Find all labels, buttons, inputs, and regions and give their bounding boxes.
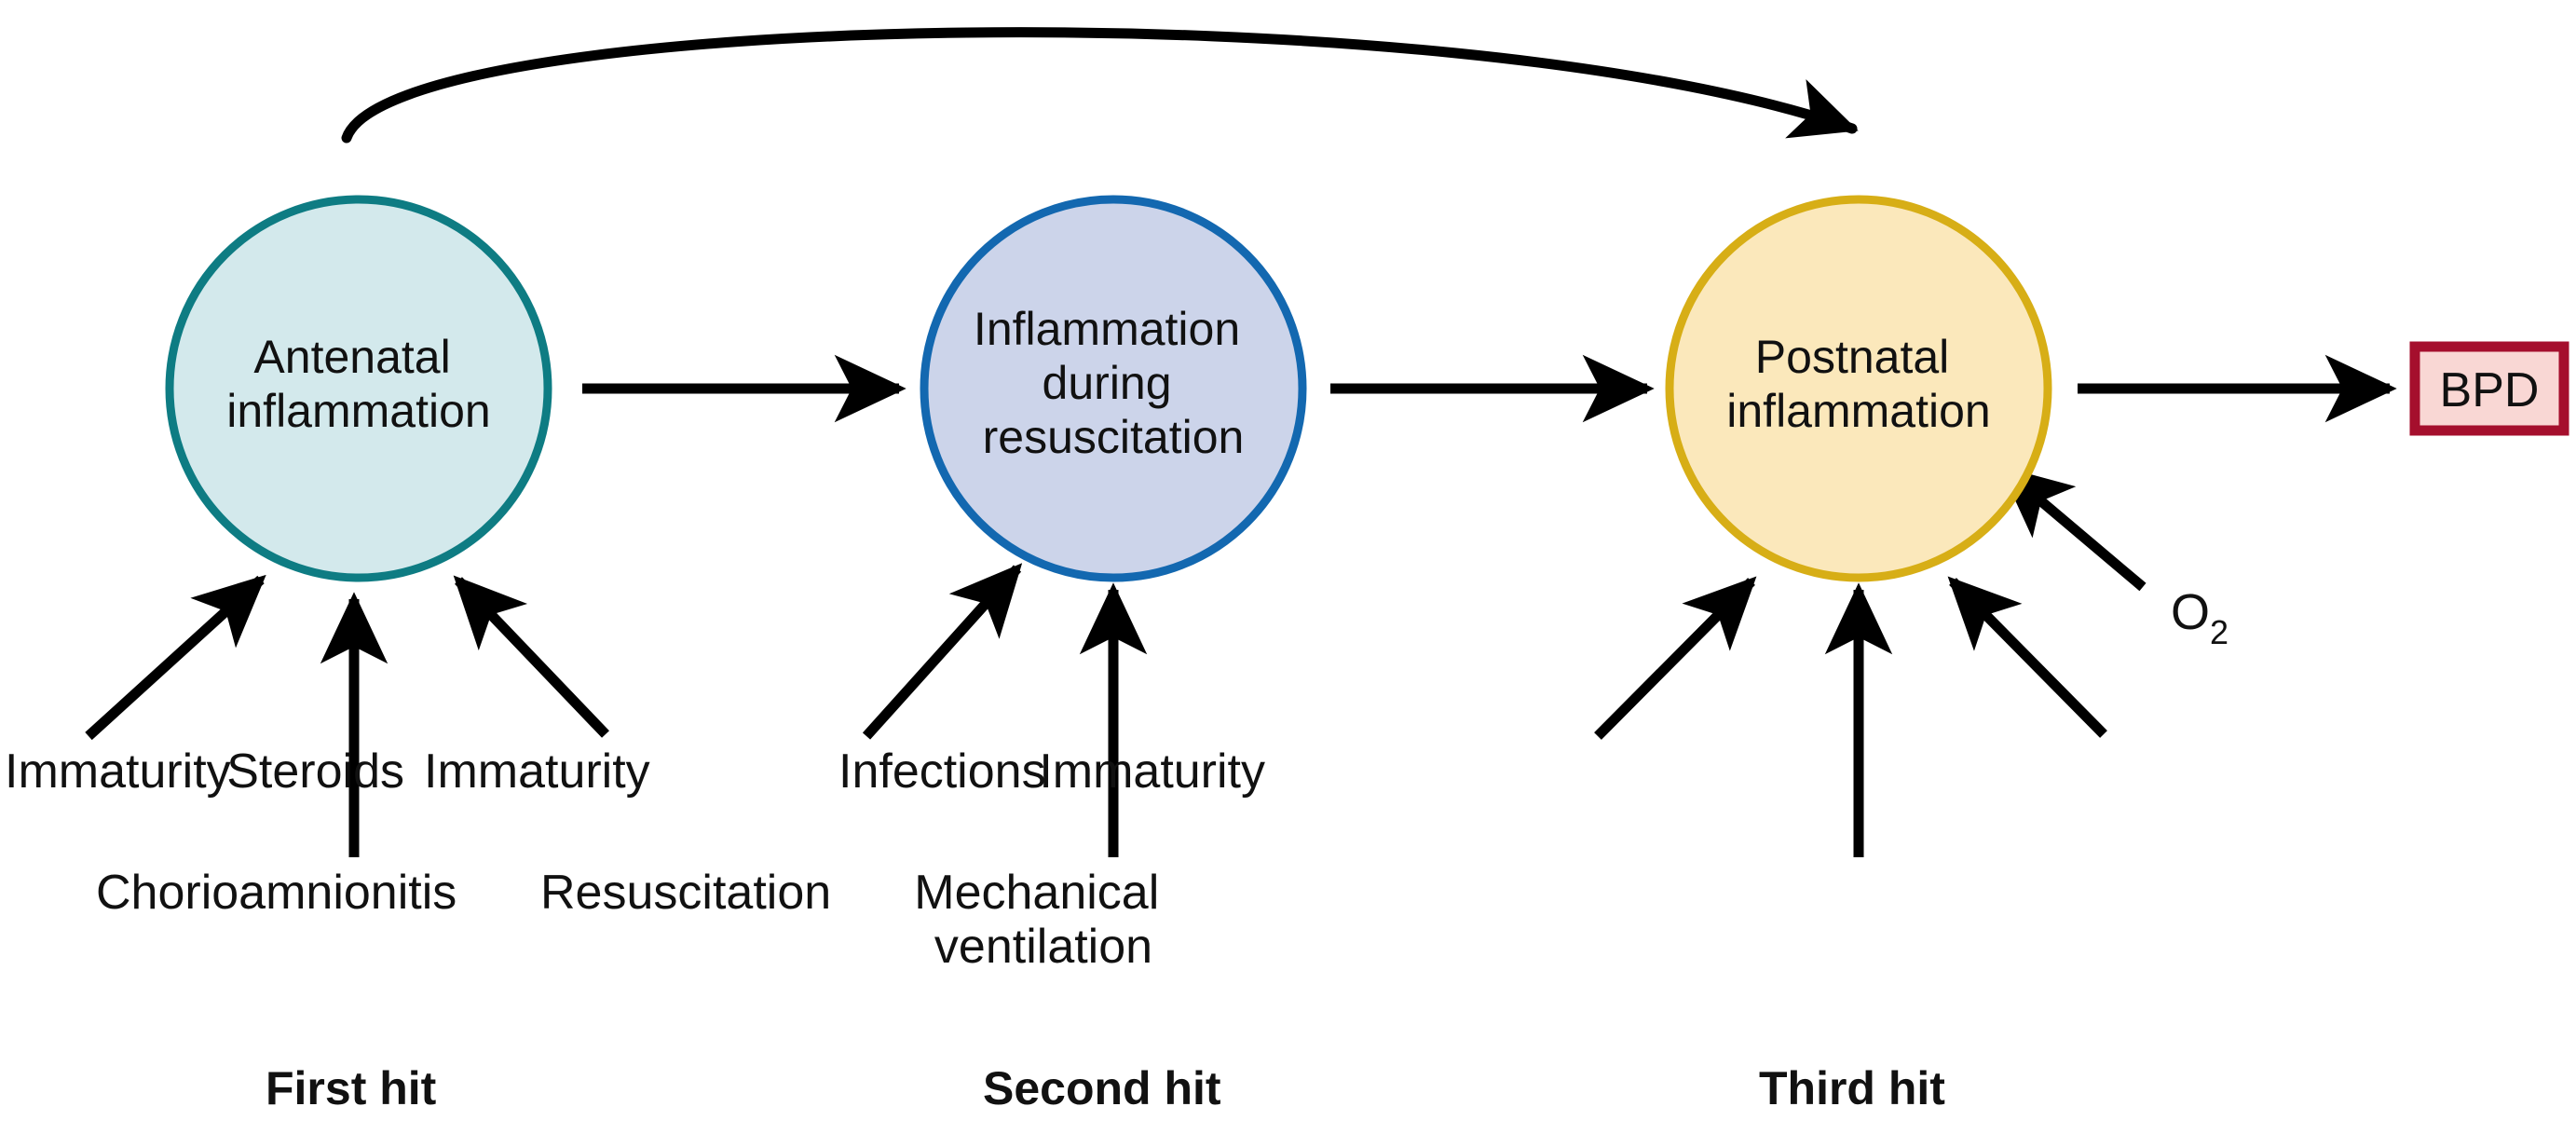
node-label-resuscitation: Inflammation during resuscitation [974,303,1253,463]
node-label-resuscitation-line-2: during [1043,357,1172,409]
stage-label-third-hit: Third hit [1759,1062,1945,1114]
arrow-steroids [453,575,609,738]
stage-label-first-hit: First hit [266,1062,437,1114]
factor-label-chorioamnionitis: Chorioamnionitis [96,866,457,920]
outcome-label-bpd: BPD [2440,363,2540,417]
node-label-antenatal-line-2: inflammation [226,385,490,437]
node-label-postnatal-line-2: inflammation [1726,385,1990,437]
factor-label-resuscitation: Resuscitation [540,866,831,920]
node-label-postnatal: Postnatal inflammation [1726,331,1990,437]
factor-label-immaturity-2: Immaturity [424,745,650,799]
stage-label-second-hit: Second hit [983,1062,1221,1114]
node-label-postnatal-line-1: Postnatal [1755,331,1949,383]
node-antenatal-inflammation[interactable] [165,195,552,582]
node-label-resuscitation-line-1: Inflammation [974,303,1240,355]
factor-label-mechanical-ventilation: Mechanical ventilation [914,866,1172,974]
node-label-resuscitation-line-3: resuscitation [983,411,1245,463]
connector-antenatal-to-postnatal-feedback [341,27,1859,143]
factor-label-oxygen-element: O [2171,584,2210,640]
arrow-infections [1594,576,1757,740]
factor-label-mechanical-ventilation-line-1: Mechanical [914,866,1159,920]
factor-label-steroids: Steroids [226,745,404,799]
factor-label-mechanical-ventilation-line-2: ventilation [934,920,1152,974]
node-label-antenatal: Antenatal inflammation [226,331,490,437]
node-label-antenatal-line-1: Antenatal [253,331,450,383]
outcome-box-bpd[interactable] [2409,341,2569,436]
node-inflammation-during-resuscitation[interactable] [920,195,1307,582]
factor-label-infections: Infections [838,745,1046,799]
arrow-immaturity-3 [1947,576,2107,738]
factor-label-immaturity-1: Immaturity [5,745,231,799]
factor-label-immaturity-3: Immaturity [1039,745,1265,799]
arrow-immaturity-1 [85,574,266,741]
node-postnatal-inflammation[interactable] [1665,195,2052,582]
arrow-oxygen [1999,466,2147,592]
arrow-immaturity-2 [862,563,1023,740]
factor-label-oxygen-subscript: 2 [2210,613,2228,651]
factor-label-oxygen: O2 [2171,584,2228,651]
